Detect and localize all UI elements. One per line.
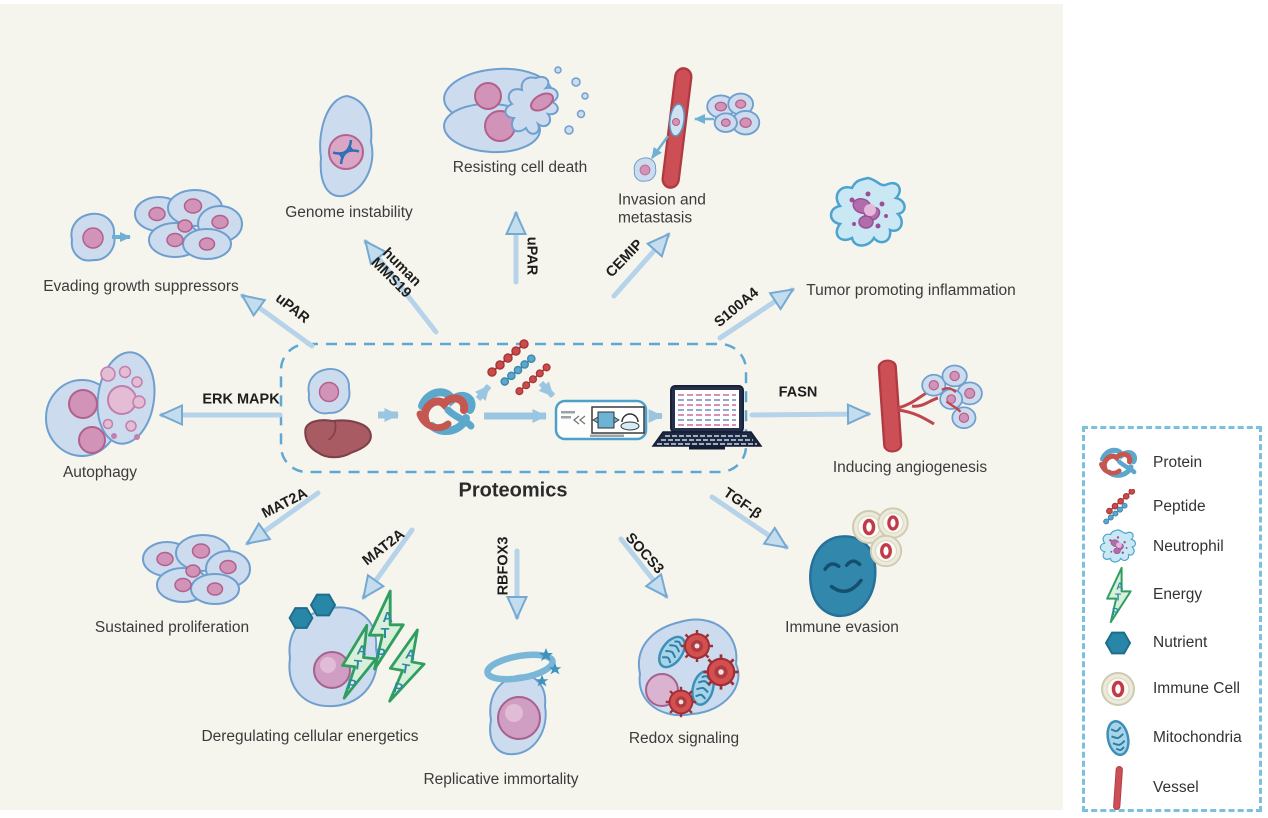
immune-evasion-mask-icon bbox=[809, 535, 877, 617]
protein-label-upar-2: uPAR bbox=[523, 236, 540, 276]
sample-cell-icon bbox=[307, 368, 351, 415]
liver-icon bbox=[304, 419, 372, 459]
nutrient-legend-icon bbox=[1095, 630, 1141, 656]
dna-icon bbox=[332, 139, 360, 165]
arrow-upar-evading bbox=[240, 293, 315, 349]
evading-cell-cluster-icon bbox=[134, 189, 243, 260]
legend-label: Protein bbox=[1153, 454, 1203, 471]
hallmark-label-invasion-metastasis: Invasion and metastasis bbox=[618, 191, 706, 227]
neutrophil-icon bbox=[829, 176, 906, 247]
hallmark-label-replicative-immortality: Replicative immortality bbox=[423, 770, 579, 788]
protein-label-erk-mapk: ERK MAPK bbox=[202, 391, 280, 408]
figure-title: Proteomics bbox=[458, 479, 568, 502]
replicative-cell-icon bbox=[484, 648, 562, 756]
halo-icon bbox=[484, 651, 556, 683]
proliferation-cluster-icon bbox=[142, 534, 251, 605]
protein-label-fasn: FASN bbox=[778, 384, 818, 401]
legend-label: Mitochondria bbox=[1153, 729, 1242, 746]
nutrient-hexagon-icon bbox=[310, 593, 336, 617]
protein-legend-icon bbox=[1095, 444, 1141, 482]
hallmark-label-evading-growth-suppressors: Evading growth suppressors bbox=[43, 277, 239, 295]
nutrient-hexagon-icon bbox=[288, 607, 314, 629]
hallmark-label-resisting-cell-death: Resisting cell death bbox=[452, 158, 588, 176]
legend-label: Vessel bbox=[1153, 779, 1199, 796]
legend-item-mitochondria: Mitochondria bbox=[1095, 718, 1242, 758]
protein-label-rbfox3: RBFOX3 bbox=[495, 536, 512, 596]
hallmark-label-tumor-promoting-inflammation: Tumor promoting inflammation bbox=[806, 281, 1016, 299]
arrow-mat2a-proliferation bbox=[245, 490, 321, 546]
arrow-cemip-invasion bbox=[611, 232, 671, 299]
mitochondria-legend-icon bbox=[1095, 718, 1141, 758]
hallmark-label-genome-instability: Genome instability bbox=[285, 203, 413, 221]
autophagy-cell-icon bbox=[45, 351, 156, 457]
hallmark-label-inducing-angiogenesis: Inducing angiogenesis bbox=[832, 458, 988, 476]
peptide-legend-icon bbox=[1095, 489, 1141, 525]
hallmark-label-deregulating-cellular-energetics: Deregulating cellular energetics bbox=[201, 727, 419, 745]
redox-cell-icon bbox=[637, 618, 740, 719]
legend-item-immune-cell: Immune Cell bbox=[1095, 671, 1240, 707]
arrow-tgfb-immune bbox=[709, 494, 789, 550]
energetics-cell-icon bbox=[288, 589, 432, 708]
angiogenesis-vessel-icon bbox=[877, 358, 939, 454]
metastatic-cell-icon bbox=[633, 157, 657, 182]
legend-item-vessel: Vessel bbox=[1095, 765, 1199, 811]
hallmark-label-sustained-proliferation: Sustained proliferation bbox=[94, 618, 250, 636]
legend-label: Immune Cell bbox=[1153, 680, 1240, 697]
hallmark-label-redox-signaling: Redox signaling bbox=[628, 729, 740, 747]
evading-single-cell-icon bbox=[70, 212, 116, 262]
invasion-vessel-icon bbox=[660, 66, 694, 190]
legend-item-protein: Protein bbox=[1095, 445, 1202, 481]
vessel-legend-icon bbox=[1095, 765, 1141, 811]
legend-box: Protein Peptide Neutrophil Energy Nutrie… bbox=[1082, 426, 1262, 812]
extravasation-arrow bbox=[650, 135, 670, 159]
legend-label: Nutrient bbox=[1153, 634, 1208, 651]
legend-label: Neutrophil bbox=[1153, 538, 1224, 555]
legend-item-neutrophil: Neutrophil bbox=[1095, 529, 1224, 565]
laptop-icon bbox=[651, 385, 763, 450]
invasion-cell-cluster-icon bbox=[706, 92, 761, 136]
arrow-fasn-angiogenesis bbox=[749, 403, 872, 426]
legend-item-energy: Energy bbox=[1095, 567, 1202, 623]
immune-cell-legend-icon bbox=[1095, 671, 1141, 707]
arrow-socs3-redox bbox=[618, 536, 669, 599]
genome-instability-cell-icon bbox=[319, 94, 374, 198]
arrow-mat2a-energetics bbox=[361, 527, 415, 600]
apoptotic-cell-icon bbox=[443, 66, 589, 154]
workflow-arrow-to-ms bbox=[538, 380, 556, 399]
hallmark-label-autophagy: Autophagy bbox=[62, 463, 138, 481]
angiogenesis-cell-cluster-icon bbox=[921, 364, 983, 430]
hallmark-label-immune-evasion: Immune evasion bbox=[785, 618, 899, 636]
legend-label: Energy bbox=[1153, 586, 1203, 603]
protein-tangle-icon bbox=[420, 392, 472, 431]
legend-item-nutrient: Nutrient bbox=[1095, 625, 1207, 661]
legend-item-peptide: Peptide bbox=[1095, 489, 1206, 525]
arrow-mms19-genome bbox=[363, 239, 439, 335]
legend-label: Peptide bbox=[1153, 498, 1206, 515]
neutrophil-legend-icon bbox=[1095, 527, 1141, 567]
energy-legend-icon bbox=[1095, 567, 1141, 623]
workflow-arrow-digest bbox=[474, 384, 492, 401]
mass-spectrometer-icon bbox=[554, 399, 648, 441]
arrow-s100a4-inflammation bbox=[717, 287, 795, 341]
